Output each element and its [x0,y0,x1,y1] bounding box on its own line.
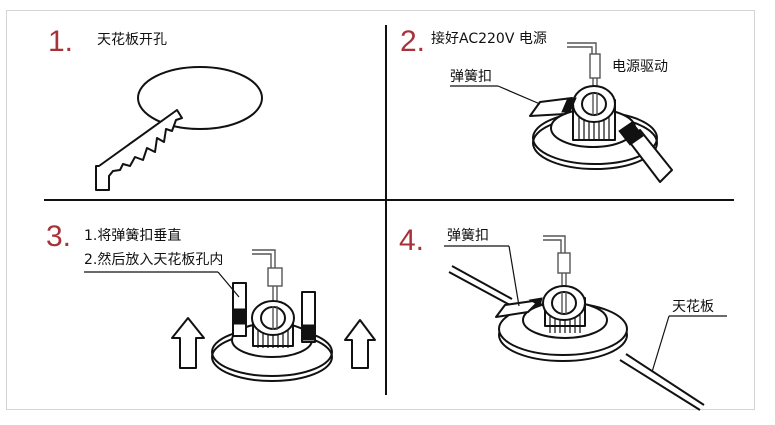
step-4-number: 4. [399,224,425,257]
horizontal-divider [44,199,734,201]
step-1-number: 1. [48,25,74,58]
step-2-driver-label: 电源驱动 [612,59,668,75]
spring-clip-left [232,282,247,337]
step-2-callout-lines [450,85,541,105]
step-3-number: 3. [46,220,72,253]
step-4-callout-lines [444,245,727,373]
power-driver [567,42,601,118]
up-arrow-icon [344,319,376,369]
step-4-ceiling-label: 天花板 [672,299,714,315]
ceiling-panel [448,265,705,411]
up-arrow-icon [171,317,205,369]
step-3-callout-line [84,271,240,298]
downlight-fixture [532,85,658,170]
step-3-line-2: 2.然后放入天花板孔内 [84,252,224,268]
step-2-label: 接好AC220V 电源 [431,31,547,47]
vertical-divider [385,25,387,395]
spring-clip-left [529,97,577,117]
downlight-fixture [211,300,333,382]
spring-clip-right [301,291,316,343]
spring-clip-right [618,121,673,183]
step-3-line-1: 1.将弹簧扣垂直 [84,228,182,244]
step-2-number: 2. [400,25,426,58]
step-1-label: 天花板开孔 [97,32,167,48]
diagram-frame [6,10,755,410]
downlight-fixture [498,285,628,362]
step-2-spring-clip-label: 弹簧扣 [450,69,492,85]
spring-clip [495,297,543,318]
step-4-spring-clip-label: 弹簧扣 [447,228,489,244]
ceiling-hole [137,66,263,130]
saw-icon [95,109,183,191]
